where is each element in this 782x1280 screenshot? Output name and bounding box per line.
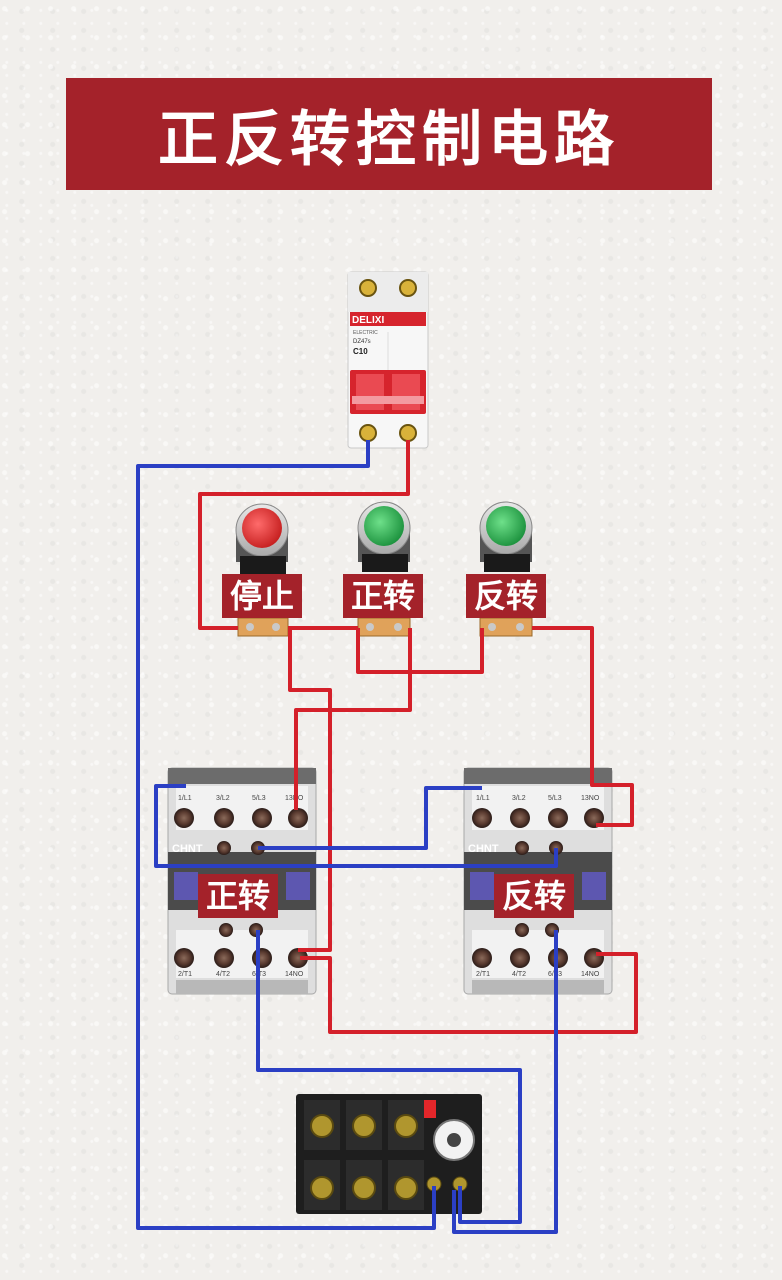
breaker-subbrand: ELECTRIC <box>353 330 378 336</box>
contactor-forward-terminal-label: 14NO <box>285 971 304 978</box>
breaker-top-terminal-1 <box>359 279 377 297</box>
contactor-reverse-terminal-label: 14NO <box>581 971 600 978</box>
contactor-forward-terminal-label: 5/L3 <box>252 795 266 802</box>
contactor-reverse-terminal-label: 13NO <box>581 795 600 802</box>
forward-button <box>357 501 411 637</box>
stop-button-label: 停止 <box>222 574 303 618</box>
contactor-forward-terminal-label: 3/L2 <box>216 795 230 802</box>
breaker-bottom-terminal-1 <box>359 424 377 442</box>
contactor-forward-terminal-label: 4/T2 <box>216 971 230 978</box>
contactor-reverse-terminal-label: 2/T1 <box>476 971 490 978</box>
contactor-reverse-terminal-label: 1/L1 <box>476 795 490 802</box>
page-title: 正反转控制电路 <box>158 104 620 175</box>
stop-button <box>235 503 289 637</box>
thermal-overload-relay <box>296 1094 482 1214</box>
forward-button-label: 正转 <box>343 574 424 618</box>
contactor-reverse-terminal-label: 5/L3 <box>548 795 562 802</box>
live-wires <box>198 440 638 1034</box>
contactor-forward-terminal-label: 1/L1 <box>178 795 192 802</box>
title-banner: 正反转控制电路 <box>66 78 712 190</box>
breaker-model: DZ47s <box>353 339 371 345</box>
contactor-reverse-terminal-label: 3/L2 <box>512 795 526 802</box>
breaker-bottom-terminal-2 <box>399 424 417 442</box>
neutral-wires <box>136 440 558 1234</box>
reverse-button-label: 反转 <box>466 574 547 618</box>
contactor-forward-label: 正转 <box>198 874 279 918</box>
contactor-reverse-brand: CHNT <box>468 843 499 855</box>
contactor-forward-brand: CHNT <box>172 843 203 855</box>
contactor-forward-terminal-label: 2/T1 <box>178 971 192 978</box>
contactor-reverse-label: 反转 <box>494 874 575 918</box>
contactor-reverse-terminal-label: 4/T2 <box>512 971 526 978</box>
breaker-brand: DELIXI <box>352 315 384 326</box>
breaker-rating: C10 <box>353 347 368 356</box>
breaker-top-terminal-2 <box>399 279 417 297</box>
reverse-button <box>479 501 533 637</box>
circuit-breaker: DELIXI ELECTRIC DZ47s C10 <box>347 271 429 449</box>
